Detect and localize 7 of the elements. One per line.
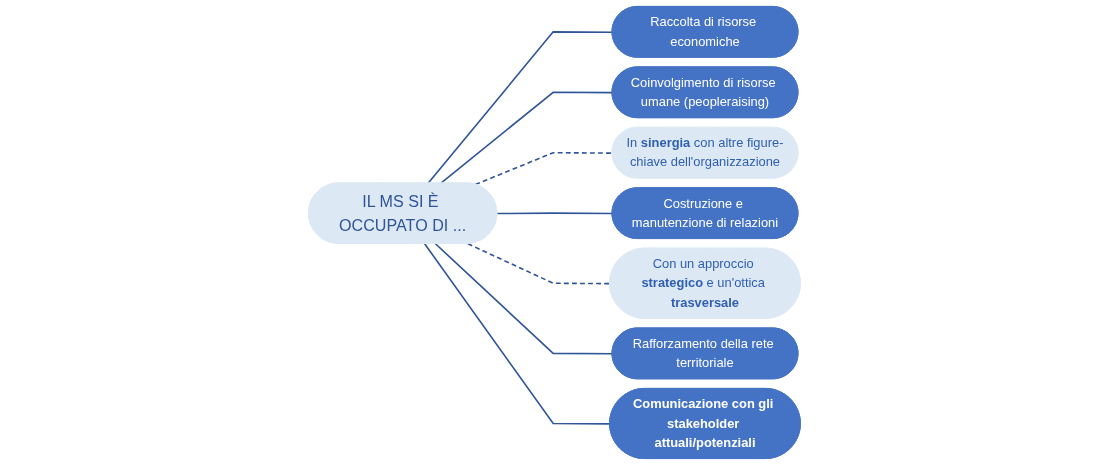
connector bbox=[467, 242, 611, 285]
connector bbox=[423, 242, 611, 425]
connector bbox=[439, 91, 614, 185]
connector bbox=[474, 151, 614, 186]
connector bbox=[427, 31, 614, 185]
connector bbox=[434, 242, 614, 355]
connector bbox=[496, 212, 614, 215]
